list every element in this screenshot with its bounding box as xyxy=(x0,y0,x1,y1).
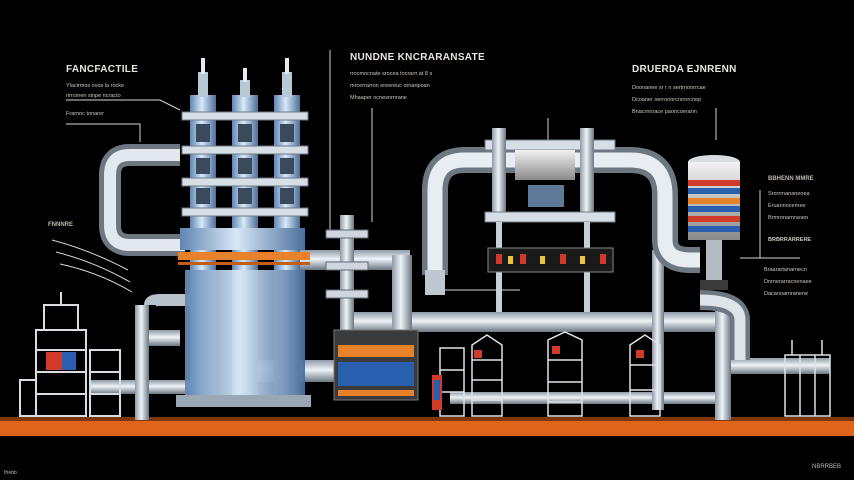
main-pipe-right xyxy=(720,358,830,374)
left-loop-pipe xyxy=(99,144,185,256)
top-right-line-3: Bnacrnroace paoncoerann xyxy=(632,109,697,115)
right-mid-line-2: Eruannocernee xyxy=(768,203,806,209)
right-loop-pipe xyxy=(422,147,750,360)
main-pipe-middle xyxy=(340,312,720,332)
left-side-label: FNNNRE xyxy=(48,222,73,228)
heat-exchanger xyxy=(425,128,616,312)
distillation-columns xyxy=(176,58,311,407)
top-left-line-3: Frarnnc tonarer xyxy=(66,111,104,117)
top-left-title: FANCFACTILE xyxy=(66,64,139,75)
bottom-left-caption: Ifrebb xyxy=(4,470,17,476)
top-left-line-1: Ylacirmos ovos la rocke xyxy=(66,83,125,89)
right-mid-line-1: Srorrrnananeoea xyxy=(768,191,810,197)
ground-base xyxy=(0,420,854,436)
right-mid-line-4: BRBRRARRERE xyxy=(768,237,812,243)
right-low-line-1: Braarartanarnecn xyxy=(764,267,807,273)
top-center-title: NUNDNE KNCRARANSATE xyxy=(350,52,485,63)
right-mid-line-3: Brmronarnraoen xyxy=(768,215,809,221)
top-center-line-2: mrcerrarron ereereuc ornanpoan xyxy=(350,83,430,89)
right-low-line-3: Dacanoarnranene xyxy=(764,291,809,297)
top-center-line-3: Mhaaper ocnesnrnrane xyxy=(350,95,407,101)
center-valve-stack xyxy=(325,215,419,401)
top-left-line-2: rirrceren sinpe ncracto xyxy=(66,93,121,99)
bottom-right-caption: NBRRBEB xyxy=(812,464,842,470)
left-pump-unit xyxy=(19,292,121,417)
top-right-line-1: Doonanee sr r n sertrnoorrcae xyxy=(632,85,706,91)
top-right-title: DRUERDA EJNRENN xyxy=(632,64,737,75)
storage-cylinder xyxy=(688,155,740,290)
top-center-line-1: rrocmocnate srocea tocrarn at 8 s xyxy=(350,71,433,77)
right-low-line-2: Dnrnerarracnenaee xyxy=(764,279,812,285)
right-mid-title: BBHENN MMRE xyxy=(768,176,814,182)
top-right-line-2: Dcoaner oerroonrcrsrnrcnep xyxy=(632,97,702,103)
